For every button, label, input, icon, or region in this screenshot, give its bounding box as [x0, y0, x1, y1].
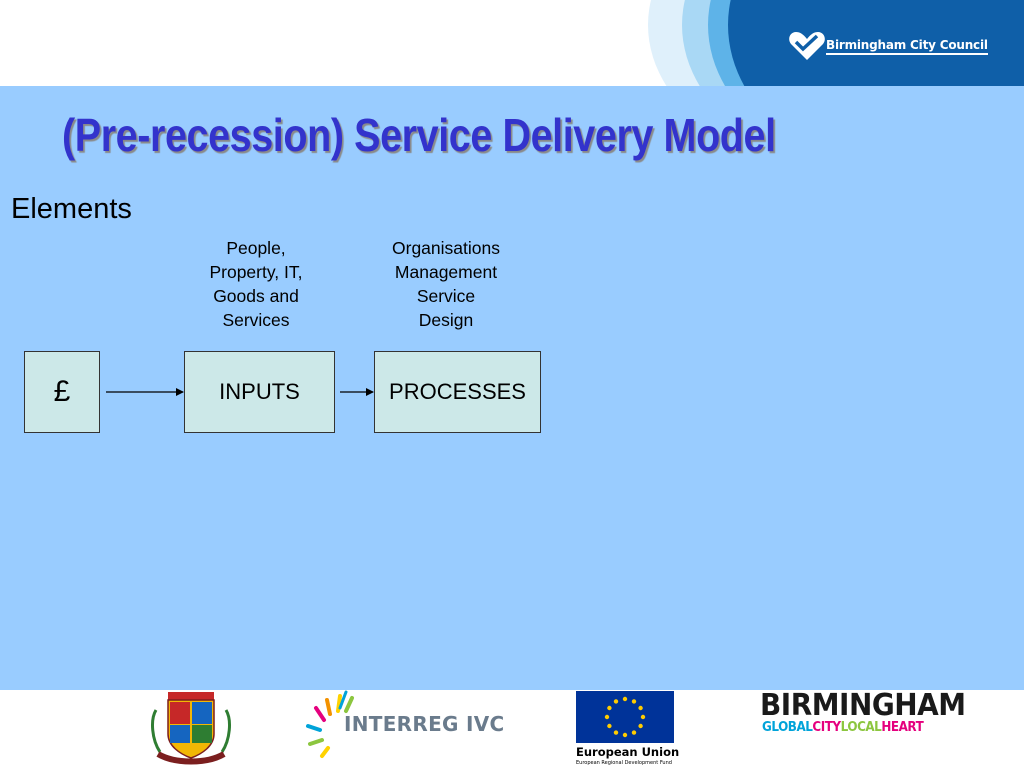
section-label: Elements: [11, 193, 132, 225]
tagline-global: GLOBAL: [762, 720, 813, 735]
annotation-line: Organisations: [392, 238, 500, 258]
slide-title: (Pre-recession) Service Delivery Model: [62, 109, 776, 161]
eu-flag-icon: [576, 691, 674, 743]
tagline-local: LOCAL: [840, 720, 882, 735]
city-crest-logo: [151, 692, 231, 765]
header-bar: Birmingham City Council: [0, 0, 1024, 86]
birmingham-city-council-logo: Birmingham City Council: [788, 30, 988, 62]
tagline-city: CITY: [812, 720, 841, 735]
money-box: £: [24, 351, 100, 433]
annotation-line: Goods and: [213, 286, 299, 306]
birmingham-wordmark: BIRMINGHAM: [760, 688, 966, 723]
processes-box: PROCESSES: [374, 351, 541, 433]
interreg-logo: [306, 690, 354, 758]
annotation-line: Design: [418, 310, 474, 330]
inputs-annotation: People, Property, IT, Goods and Services: [196, 236, 316, 332]
council-name: Birmingham City Council: [826, 38, 988, 55]
eu-sublabel: European Regional Development Fund: [576, 760, 672, 766]
inputs-box: INPUTS: [184, 351, 335, 433]
processes-annotation: Organisations Management Service Design: [376, 236, 516, 332]
annotation-line: Property, IT,: [209, 262, 303, 282]
header-arc-decoration: [728, 0, 1024, 86]
tagline-heart: HEART: [881, 720, 924, 735]
annotation-line: Management: [394, 262, 498, 282]
annotation-line: Services: [222, 310, 290, 330]
birmingham-tagline: GLOBALCITYLOCALHEART: [762, 720, 924, 735]
heart-icon: [789, 32, 825, 60]
eu-label: European Union: [576, 745, 680, 759]
annotation-line: Service: [416, 286, 476, 306]
annotation-line: People,: [226, 238, 286, 258]
interreg-label: INTERREG IVC: [344, 712, 505, 736]
